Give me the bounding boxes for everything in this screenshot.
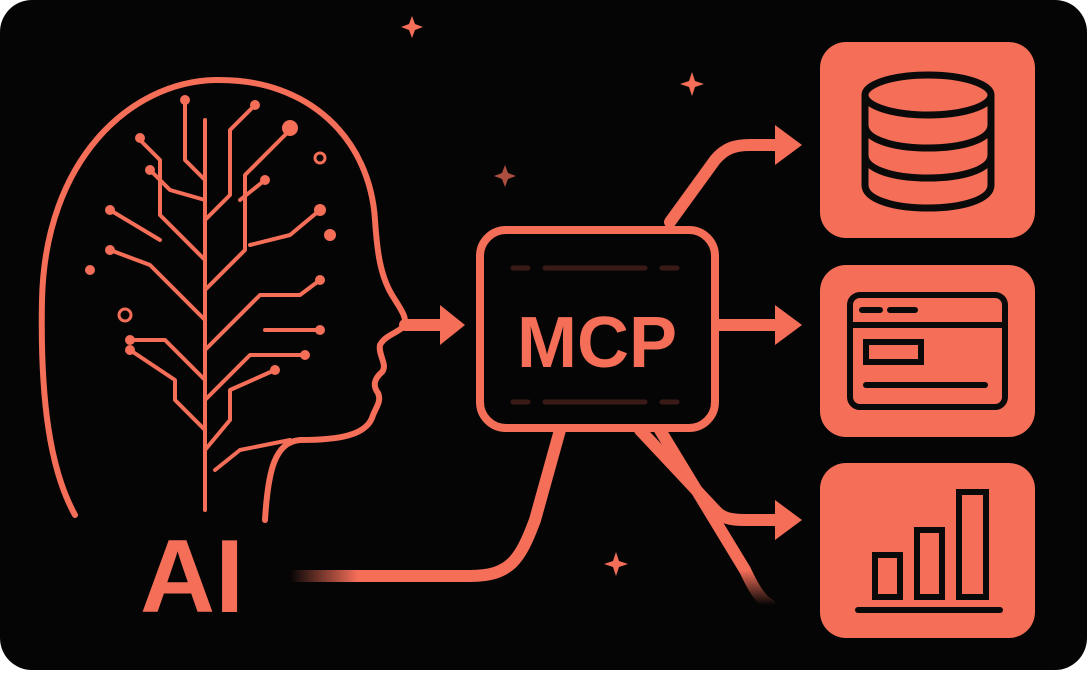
- bar-chart-icon: [855, 489, 1003, 613]
- arrowheads: [440, 125, 802, 540]
- sparkle-icon: [401, 16, 704, 576]
- database-tile: [820, 42, 1035, 238]
- mcp-hub: MCP: [476, 226, 719, 432]
- browser-window-icon: [847, 292, 1008, 410]
- mcp-label: MCP: [517, 303, 677, 383]
- browser-tile: [820, 265, 1035, 437]
- ai-label: AI: [140, 519, 244, 635]
- chart-tile: [820, 463, 1035, 638]
- brain-circuit-head-icon: [38, 76, 408, 523]
- database-icon: [861, 71, 995, 212]
